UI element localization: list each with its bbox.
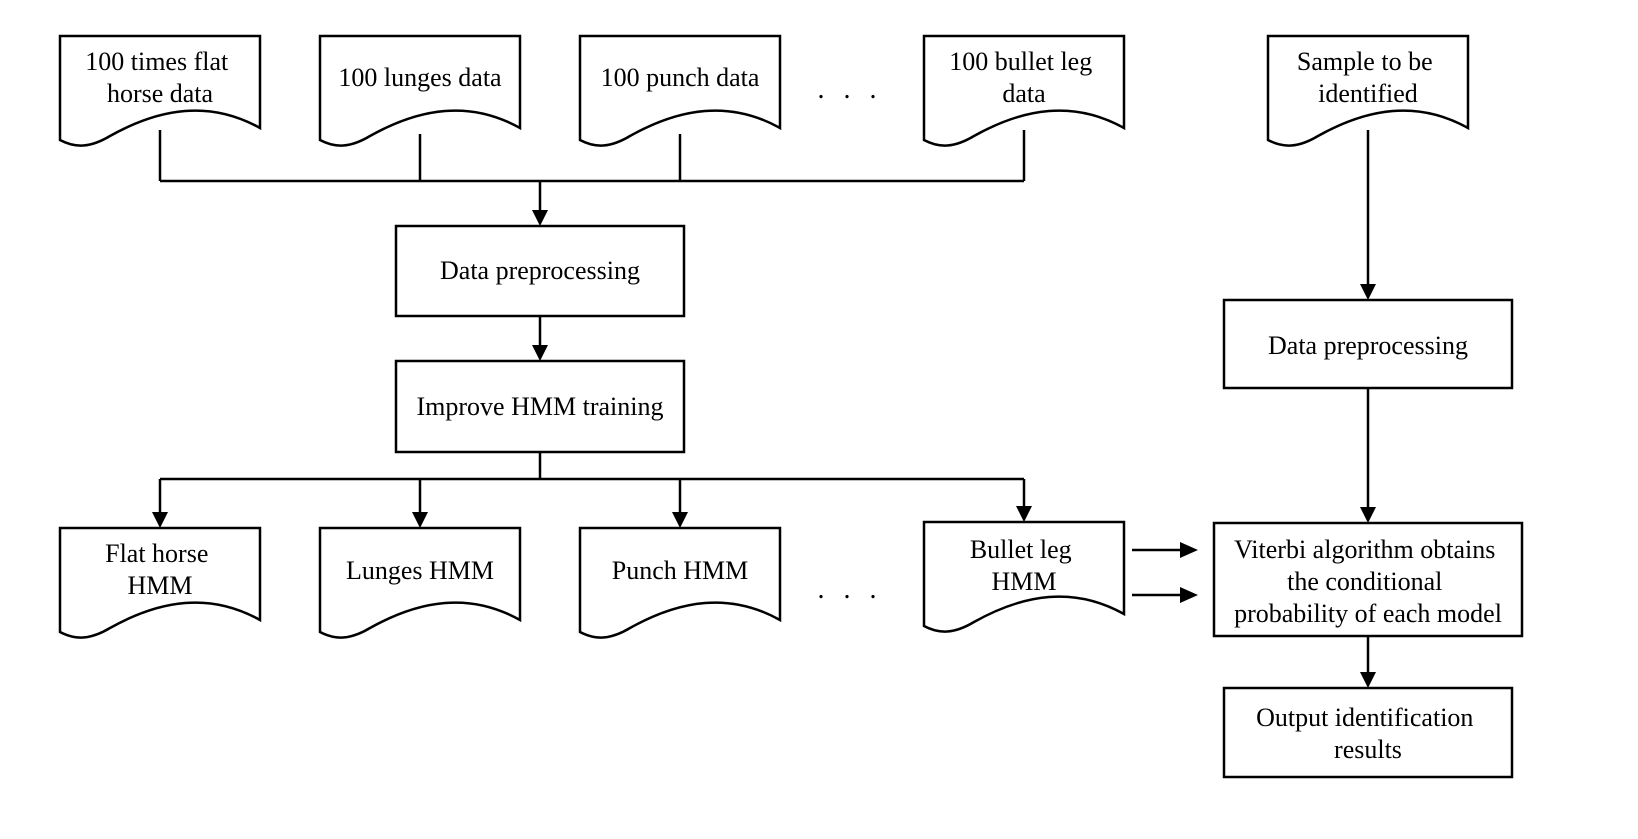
process-output	[1222, 686, 1514, 779]
label-punch-data: 100 punch data	[601, 63, 760, 92]
doc-bullet-leg-data	[922, 34, 1126, 147]
label-bullet-leg-data: 100 bullet leg data	[949, 47, 1098, 108]
label-lunges-data: 100 lunges data	[338, 63, 502, 92]
arrowhead	[532, 345, 548, 361]
label-preprocessing-left: Data preprocessing	[440, 256, 640, 285]
arrowhead	[532, 210, 548, 226]
label-sample: Sample to be identified	[1297, 47, 1439, 108]
arrowhead	[1180, 587, 1198, 603]
ellipsis-bottom: . . .	[818, 574, 883, 605]
label-flat-horse-data: 100 times flat horse data	[85, 47, 234, 108]
doc-lunges-data	[318, 34, 522, 147]
arrowhead	[152, 512, 168, 528]
doc-lunges-hmm	[318, 526, 522, 639]
arrowhead	[1360, 672, 1376, 688]
process-preprocessing-right	[1222, 298, 1514, 390]
label-punch-hmm: Punch HMM	[612, 556, 749, 585]
label-hmm-training: Improve HMM training	[417, 392, 664, 421]
labels: 100 times flat horse data 100 lunges dat…	[85, 47, 1502, 764]
arrowhead	[1180, 542, 1198, 558]
arrowhead	[1360, 284, 1376, 300]
ellipsis-top: . . .	[818, 74, 883, 105]
arrowhead	[672, 512, 688, 528]
label-preprocessing-right: Data preprocessing	[1268, 331, 1468, 360]
process-hmm-training	[394, 359, 686, 454]
bottom-documents	[58, 520, 1126, 639]
connectors	[152, 130, 1376, 688]
doc-flat-horse-data	[58, 34, 262, 147]
doc-sample	[1266, 34, 1470, 147]
label-flat-horse-hmm: Flat horse HMM	[105, 539, 215, 600]
process-viterbi	[1212, 521, 1524, 638]
label-lunges-hmm: Lunges HMM	[346, 556, 494, 585]
arrowhead	[412, 512, 428, 528]
process-preprocessing-left	[394, 224, 686, 318]
doc-punch-data	[578, 34, 782, 147]
label-viterbi: Viterbi algorithm obtains the conditiona…	[1234, 535, 1502, 628]
arrowhead	[1360, 507, 1376, 523]
label-bullet-leg-hmm: Bullet leg HMM	[970, 535, 1078, 596]
top-documents	[58, 34, 1470, 147]
doc-flat-horse-hmm	[58, 526, 262, 639]
label-output: Output identification results	[1256, 703, 1480, 764]
arrowhead	[1016, 506, 1032, 522]
doc-bullet-leg-hmm	[922, 520, 1126, 633]
doc-punch-hmm	[578, 526, 782, 639]
process-boxes	[394, 224, 1524, 779]
